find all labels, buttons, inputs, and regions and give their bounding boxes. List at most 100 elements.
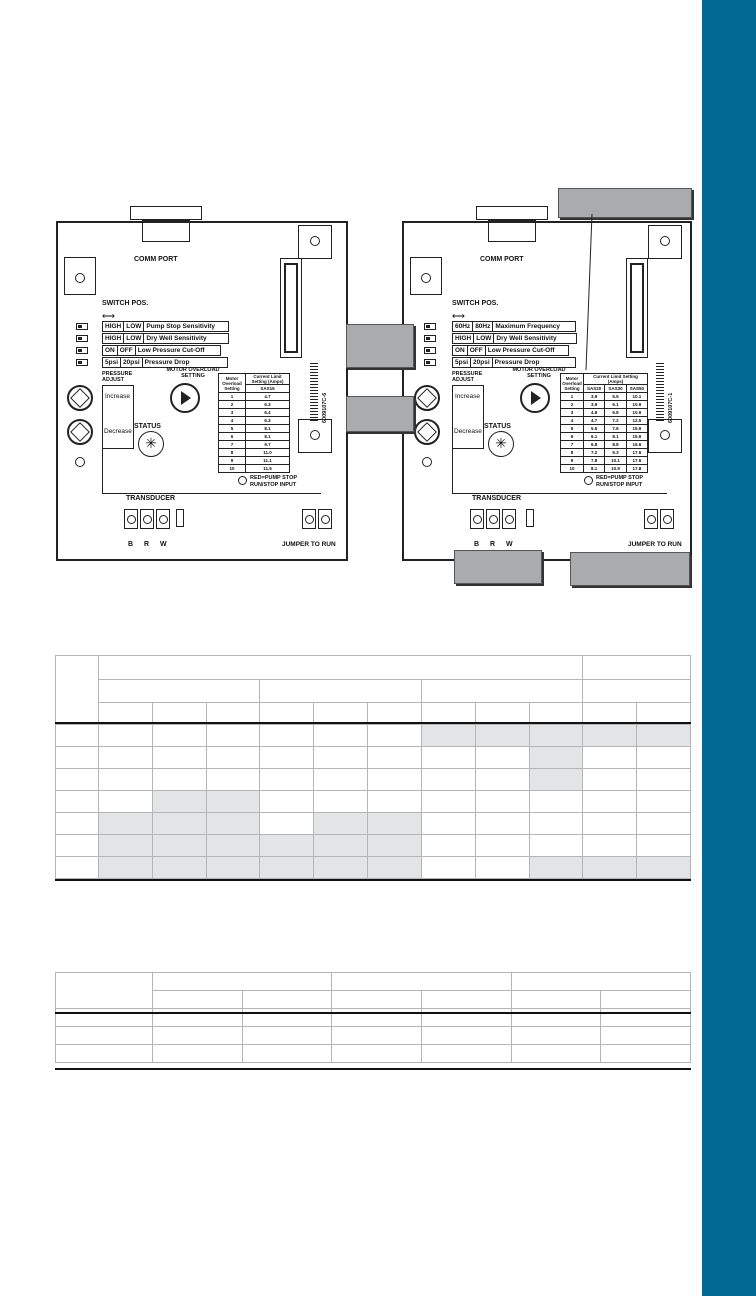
mount-pad — [298, 225, 332, 259]
terminal-b-label: B — [474, 541, 480, 548]
terminal — [486, 509, 500, 529]
terminal-w-label: W — [506, 541, 513, 548]
mount-pad — [298, 419, 332, 453]
terminal-w-label: W — [160, 541, 167, 548]
terminal-r-label: R — [144, 541, 150, 548]
dip-switch — [424, 323, 436, 330]
terminal — [470, 509, 484, 529]
callout-box-bottom-left — [454, 550, 542, 584]
increase-button — [67, 385, 93, 411]
mount-pad — [648, 225, 682, 259]
motor-overload-label: MOTOR OVERLOAD SETTING — [512, 367, 566, 379]
motor-overload-label: MOTOR OVERLOAD SETTING — [166, 367, 220, 379]
terminal — [302, 509, 316, 529]
terminal — [644, 509, 658, 529]
mount-pad — [648, 419, 682, 453]
increase-label: Increase — [105, 393, 130, 400]
mount-hole — [310, 430, 320, 440]
terminal — [318, 509, 332, 529]
pressure-adjust-box — [102, 385, 134, 449]
dip-switch — [76, 359, 88, 366]
pressure-adjust-label: PRESSURE ADJUST — [452, 371, 483, 383]
mount-hole — [421, 273, 431, 283]
mount-hole — [660, 430, 670, 440]
mount-pad — [64, 257, 96, 295]
jumper-label: JUMPER TO RUN — [282, 541, 336, 548]
runstop-label: RUN/STOP INPUT — [596, 482, 643, 488]
board-inner-outline — [102, 449, 321, 494]
comm-port-body — [142, 220, 190, 242]
mount-hole — [422, 457, 432, 467]
red-stop-label: RED=PUMP STOP — [596, 475, 644, 481]
dip-switch — [424, 335, 436, 342]
red-stop-label: RED=PUMP STOP — [250, 475, 298, 481]
terminal — [156, 509, 170, 529]
comm-port-label: COMM PORT — [480, 256, 524, 263]
callout-box-bottom-right — [570, 552, 690, 586]
terminal-b-label: B — [128, 541, 134, 548]
stop-led-icon — [238, 476, 247, 485]
small-table-bottom-rule — [55, 1068, 691, 1070]
dip-switch — [76, 347, 88, 354]
status-led: ✳ — [138, 431, 164, 457]
mount-pad — [410, 257, 442, 295]
status-label: STATUS — [134, 423, 161, 430]
overload-dial — [520, 383, 550, 413]
dip-switch — [424, 359, 436, 366]
callout-leader-line — [585, 214, 593, 371]
display-window-inner — [284, 263, 298, 353]
callout-box-top — [558, 188, 692, 218]
settings-grid-table — [55, 655, 691, 879]
arrow-icon: ⟷ — [102, 311, 115, 321]
comm-port-label: COMM PORT — [134, 256, 178, 263]
mount-hole — [310, 236, 320, 246]
dip-switch — [424, 347, 436, 354]
mount-hole — [75, 273, 85, 283]
jumper-label: JUMPER TO RUN — [628, 541, 682, 548]
callout-box-left-upper — [346, 324, 414, 368]
switch-pos-label: SWITCH POS. — [102, 300, 149, 307]
decrease-button — [67, 419, 93, 445]
runstop-label: RUN/STOP INPUT — [250, 482, 297, 488]
barcode — [310, 363, 318, 423]
arrow-icon: ⟷ — [452, 311, 465, 321]
terminal — [124, 509, 138, 529]
increase-button — [414, 385, 440, 411]
switch-pos-label: SWITCH POS. — [452, 300, 499, 307]
small-grid-table — [55, 972, 692, 1063]
status-label: STATUS — [484, 423, 511, 430]
decrease-label: Decrease — [104, 428, 132, 435]
comm-port-body — [488, 220, 536, 242]
callout-box-left-lower — [346, 396, 414, 432]
dip-switch — [76, 335, 88, 342]
terminal — [660, 509, 674, 529]
board-inner-outline — [452, 449, 667, 494]
pressure-adjust-label: PRESSURE ADJUST — [102, 371, 133, 383]
display-window — [626, 258, 648, 358]
terminal-r-label: R — [490, 541, 496, 548]
stop-led-icon — [584, 476, 593, 485]
display-window — [280, 258, 302, 358]
decrease-label: Decrease — [454, 428, 482, 435]
comm-port-connector — [476, 206, 548, 220]
status-led: ✳ — [488, 431, 514, 457]
table-header-rule — [55, 722, 691, 724]
increase-label: Increase — [455, 393, 480, 400]
mount-hole — [75, 457, 85, 467]
sidebar-band — [702, 0, 756, 1296]
pressure-adjust-box — [452, 385, 484, 449]
terminal — [502, 509, 516, 529]
transducer-label: TRANSDUCER — [472, 495, 521, 502]
